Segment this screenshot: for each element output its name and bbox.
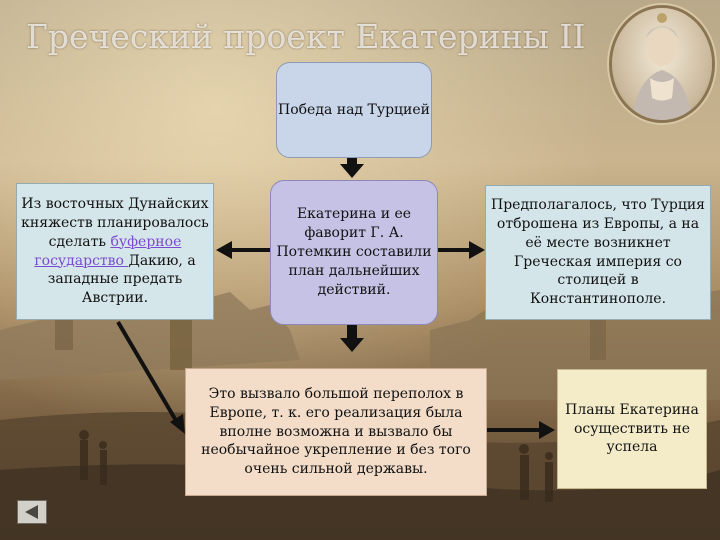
europe-reaction-text: Это вызвало большой переполох в Европе, … [201, 385, 471, 478]
greek-empire-text: Предполагалось, что Турция отброшена из … [490, 196, 706, 308]
plan-text: Екатерина и ее фаворит Г. А. Потемкин со… [276, 206, 432, 298]
danube-text-after: Дакию, а западные предать Австрии. [47, 252, 196, 307]
plans-failed-text: Планы Екатерина осуществить не успела [565, 401, 699, 456]
portrait-medallion-icon [612, 8, 712, 120]
plans-failed-box: Планы Екатерина осуществить не успела [557, 369, 707, 489]
danube-text: Из восточных Дунайских княжеств планиров… [21, 195, 209, 308]
back-button[interactable] [17, 500, 47, 524]
buffer-state-link[interactable]: буферное государство [34, 233, 182, 269]
europe-reaction-box: Это вызвало большой переполох в Европе, … [185, 368, 487, 496]
slide-title: Греческий проект Екатерины II [26, 17, 586, 56]
triangle-left-icon [25, 505, 38, 519]
plan-box: Екатерина и ее фаворит Г. А. Потемкин со… [270, 180, 438, 325]
danube-box: Из восточных Дунайских княжеств планиров… [16, 183, 214, 320]
danube-text-before: Из восточных Дунайских княжеств планиров… [21, 195, 209, 250]
victory-text: Победа над Турцией [277, 101, 430, 118]
greek-empire-box: Предполагалось, что Турция отброшена из … [485, 185, 711, 320]
victory-box: Победа над Турцией [276, 62, 432, 158]
